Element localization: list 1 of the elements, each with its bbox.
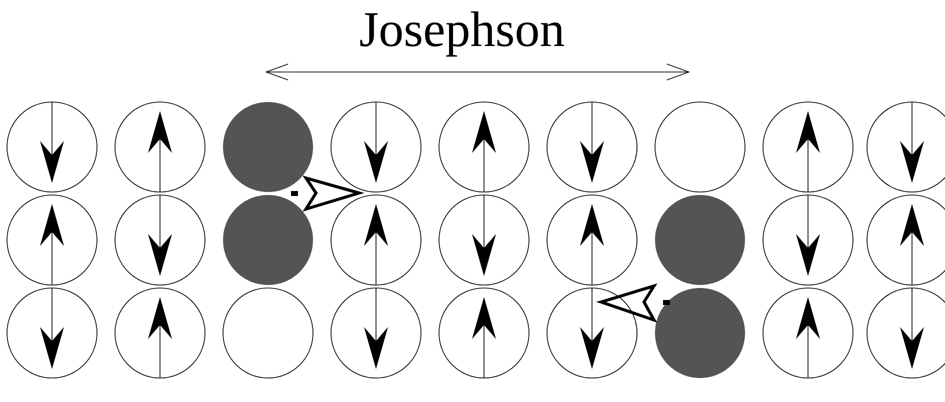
label: Josephson: [360, 11, 564, 57]
